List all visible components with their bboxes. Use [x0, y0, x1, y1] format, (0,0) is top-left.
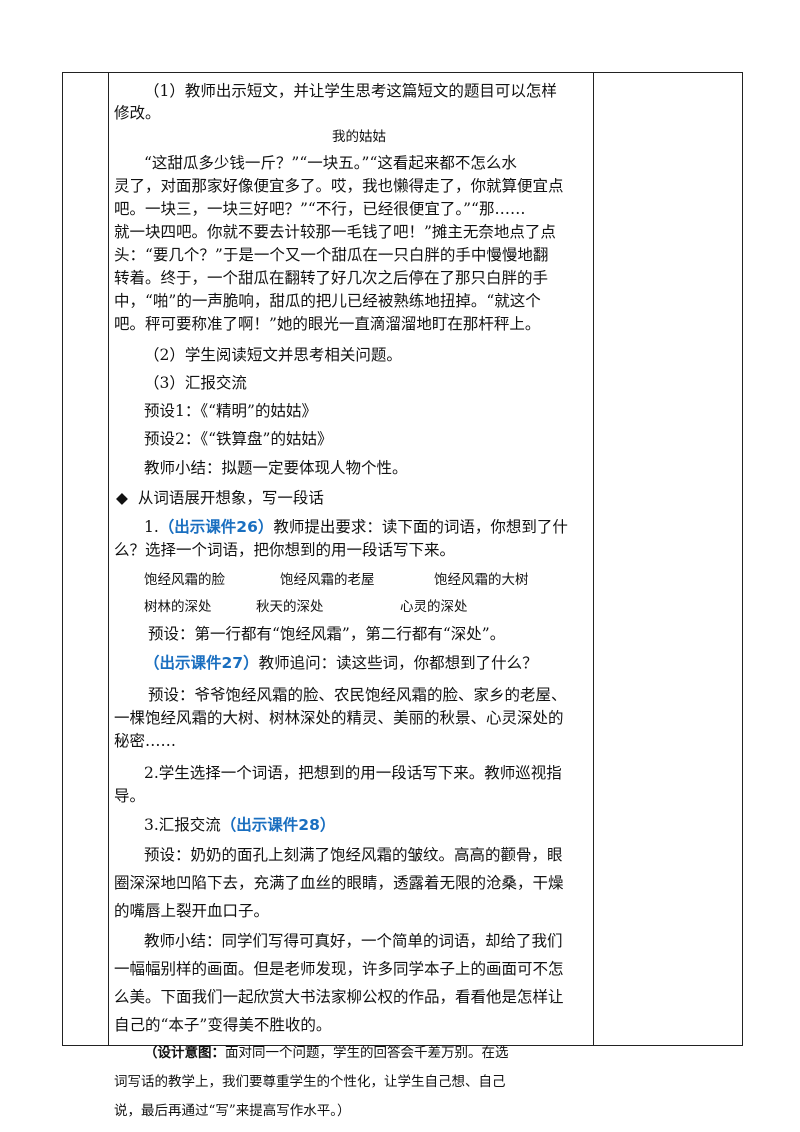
passage-line: 吧。一块三，一块三好吧？”“不行，已经很便宜了。”“那…… — [114, 200, 526, 218]
teacher-summary-1: 教师小结：拟题一定要体现人物个性。 — [144, 459, 408, 477]
question-1-text-cont: 么？选择一个词语，把你想到的用一段话写下来。 — [114, 541, 456, 559]
word-item: 心灵的深处 — [400, 599, 468, 615]
question-2-cont: 导。 — [114, 787, 146, 805]
design-intent: （设计意图：面对同一个问题，学生的回答会千差万别。在选 — [144, 1043, 509, 1063]
word-item: 树林的深处 — [144, 599, 212, 615]
design-intent-text: 面对同一个问题，学生的回答会千差万别。在选 — [225, 1045, 509, 1061]
question-3: 3.汇报交流（出示课件28） — [144, 815, 335, 835]
teacher-summary-2: 教师小结：同学们写得可真好，一个简单的词语，却给了我们 — [144, 932, 563, 950]
question-3-text: 3.汇报交流 — [144, 816, 221, 834]
column-divider-2 — [593, 73, 594, 1045]
preset-5: 预设：奶奶的面孔上刻满了饱经风霜的皱纹。高高的颧骨，眼 — [144, 846, 563, 864]
passage-line: “这甜瓜多少钱一斤？”“一块五。”“这看起来都不怎么水 — [144, 154, 517, 172]
passage-line: 中，“啪”的一声脆响，甜瓜的把儿已经被熟练地扭掉。“就这个 — [114, 292, 541, 310]
passage-line: 灵了，对面那家好像便宜多了。哎，我也懒得走了，你就算便宜点 — [114, 177, 564, 195]
design-intent-label: （设计意图： — [144, 1045, 225, 1061]
preset-4-cont: 一棵饱经风霜的大树、树林深处的精灵、美丽的秋景、心灵深处的 — [114, 709, 564, 727]
question-1-number: 1. — [144, 518, 159, 536]
preset-3: 预设：第一行都有“饱经风霜”，第二行都有“深处”。 — [148, 625, 506, 643]
preset-2: 预设2：《“铁算盘”的姑姑》 — [144, 430, 333, 448]
preset-4-cont: 秘密…… — [114, 732, 177, 750]
word-item: 秋天的深处 — [256, 599, 324, 615]
design-intent-cont: 词写话的教学上，我们要尊重学生的个性化，让学生自己想、自己 — [114, 1074, 506, 1090]
section-heading: ◆ 从词语展开想象，写一段话 — [116, 488, 324, 508]
preset-4: 预设：爷爷饱经风霜的脸、农民饱经风霜的脸、家乡的老屋、 — [148, 686, 567, 704]
question-1-text: 教师提出要求：读下面的词语，你想到了什 — [273, 518, 568, 536]
section-heading-text: 从词语展开想象，写一段话 — [137, 489, 324, 507]
passage-line: 就一块四吧。你就不要去计较那一毛钱了吧！”摊主无奈地点了点 — [114, 223, 556, 241]
diamond-bullet-icon: ◆ — [116, 489, 128, 507]
preset-5-cont: 的嘴唇上裂开血口子。 — [114, 902, 270, 920]
question-2: 2.学生选择一个词语，把想到的用一段话写下来。教师巡视指 — [144, 764, 562, 782]
follow-up-question-text: 教师追问：读这些词，你都想到了什么？ — [258, 654, 538, 672]
preset-1: 预设1：《“精明”的姑姑》 — [144, 402, 317, 420]
passage-line: 转着。终于，一个甜瓜在翻转了好几次之后停在了那只白胖的手 — [114, 269, 549, 287]
passage-line: 头：“要几个？”于是一个又一个甜瓜在一只白胖的手中慢慢地翻 — [114, 246, 549, 264]
teacher-summary-2-cont: 自己的“本子”变得美不胜收的。 — [114, 1016, 332, 1034]
step-1-text-cont: 修改。 — [114, 104, 161, 122]
courseware-28-tag: （出示课件28） — [220, 816, 336, 834]
step-2-text: （2）学生阅读短文并思考相关问题。 — [144, 346, 402, 364]
passage-line: 吧。秤可要称准了啊！”她的眼光一直滴溜溜地盯在那杆秤上。 — [114, 315, 541, 333]
lesson-table — [62, 72, 743, 1046]
word-item: 饱经风霜的大树 — [434, 572, 529, 588]
design-intent-cont: 说，最后再通过“写”来提高写作水平。） — [114, 1103, 351, 1119]
word-item: 饱经风霜的老屋 — [280, 572, 375, 588]
passage-title: 我的姑姑 — [332, 129, 386, 145]
word-item: 饱经风霜的脸 — [144, 572, 225, 588]
follow-up-question: （出示课件27）教师追问：读这些词，你都想到了什么？ — [144, 653, 538, 673]
step-3-text: （3）汇报交流 — [144, 374, 247, 392]
preset-5-cont: 圈深深地凹陷下去，充满了血丝的眼睛，透露着无限的沧桑，干燥 — [114, 874, 564, 892]
teacher-summary-2-cont: 一幅幅别样的画面。但是老师发现，许多同学本子上的画面可不怎 — [114, 960, 564, 978]
column-divider-1 — [108, 73, 109, 1045]
question-1: 1.（出示课件26）教师提出要求：读下面的词语，你想到了什 — [144, 517, 568, 537]
teacher-summary-2-cont: 么美。下面我们一起欣赏大书法家柳公权的作品，看看他是怎样让 — [114, 988, 564, 1006]
courseware-26-tag: （出示课件26） — [158, 518, 274, 536]
courseware-27-tag: （出示课件27） — [144, 654, 259, 672]
step-1-text: （1）教师出示短文，并让学生思考这篇短文的题目可以怎样 — [144, 82, 557, 100]
